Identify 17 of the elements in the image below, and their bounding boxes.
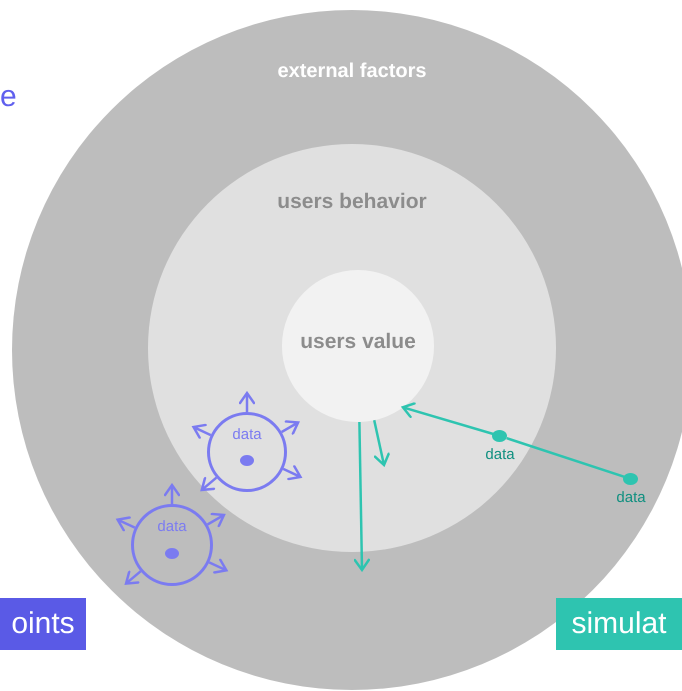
data-label: data [484, 446, 516, 463]
data-circle [207, 412, 287, 492]
arrow [354, 422, 370, 572]
data-circle [131, 504, 213, 586]
circle-label: users value [299, 330, 417, 354]
label-banner [0, 598, 86, 650]
heading-fragment: e [0, 80, 17, 114]
data-label: data [231, 426, 263, 444]
circle-label: users behavior [276, 190, 428, 214]
connector-line [506, 437, 625, 478]
arrow [402, 402, 494, 436]
data-label: data [156, 518, 188, 536]
arrow [372, 420, 390, 466]
data-label: data [615, 489, 647, 506]
circle-label: external factors [276, 60, 428, 83]
banner-label: simulat [570, 607, 668, 641]
banner-label: oints [10, 607, 76, 641]
